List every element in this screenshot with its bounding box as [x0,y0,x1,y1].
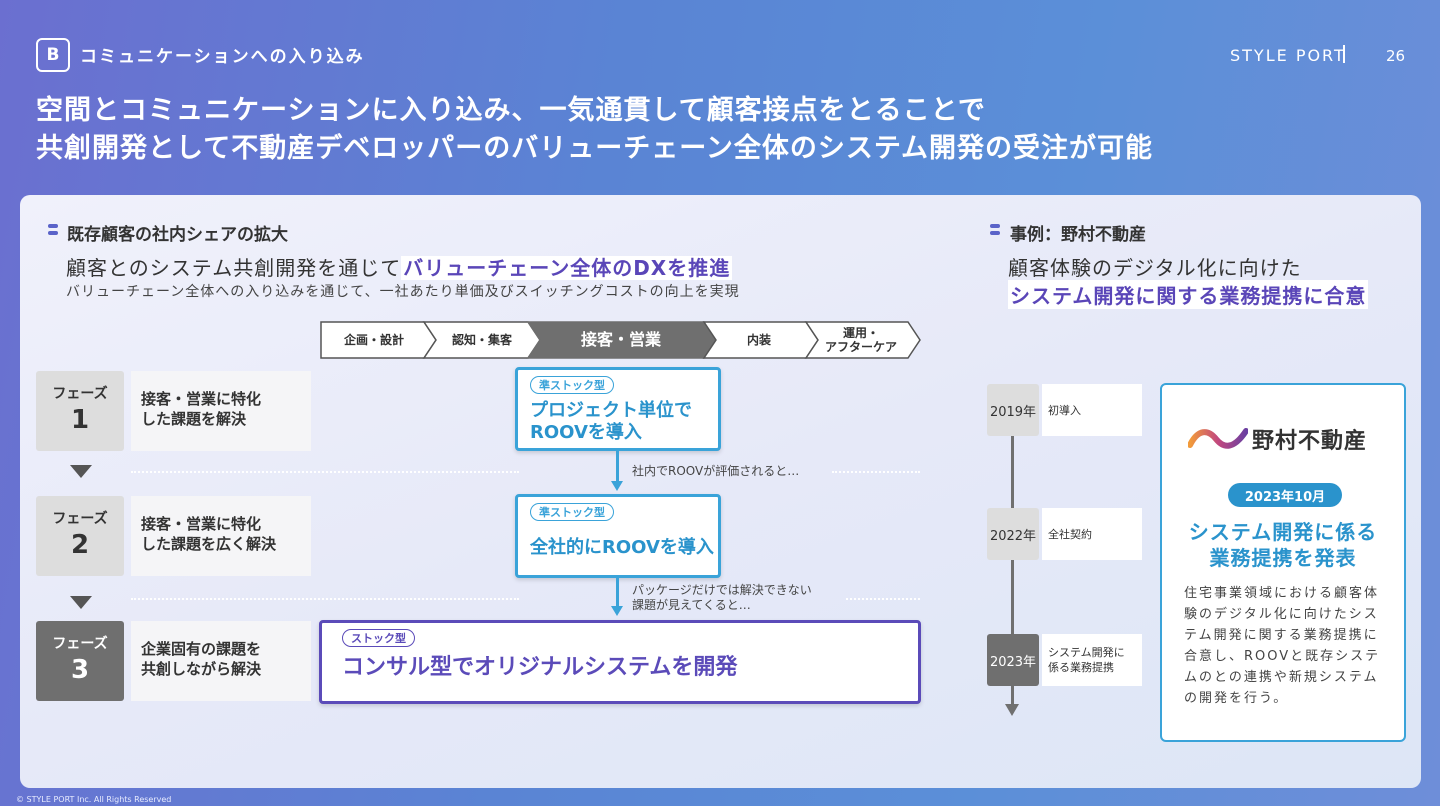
dotted-divider [131,598,519,600]
arrow-down-icon [611,606,623,616]
timeline-note: システム開発に 係る業務提携 [1042,634,1142,686]
bullet-icon [990,224,1000,235]
title-line-1: 空間とコミュニケーションに入り込み、一気通貫して顧客接点をとることで [36,95,986,126]
phase-2-box: フェーズ 2 [36,496,124,576]
card-title-line-1: 全社的にROOVを導入 [530,537,714,558]
step-aftercare: 運用・ アフターケア [814,321,908,359]
flow-note-2: パッケージだけでは解決できない 課題が見えてくると… [632,583,812,613]
phase-desc-line-2: した課題を解決 [141,410,247,428]
value-chain-arrows [320,321,921,359]
section-badge: B [36,38,70,72]
dotted-divider [131,471,519,473]
company-logo-text: 野村不動産 [1252,429,1368,454]
timeline-note-line-2: 係る業務提携 [1048,661,1114,674]
arrow-down-icon [1005,704,1019,716]
phase-1-desc: 接客・営業に特化 した課題を解決 [131,371,311,451]
timeline-note: 初導入 [1042,384,1142,436]
brand-logo: STYLE PORT [1230,46,1346,65]
page-title: 空間とコミュニケーションに入り込み、一気通貫して顧客接点をとることで 共創開発と… [36,92,1336,168]
page-number: 26 [1386,47,1406,65]
card-company-roov: 準ストック型 全社的にROOVを導入 [515,494,721,578]
flow-note-2-line-2: 課題が見えてくると… [632,598,751,612]
phase-desc-line-1: 接客・営業に特化 [141,390,262,408]
phase-desc-line-1: 企業固有の課題を [141,640,262,658]
nomura-logo-icon [1188,428,1248,449]
flow-note-2-line-1: パッケージだけでは解決できない [632,583,812,597]
timeline-note-line-1: システム開発に [1048,646,1125,659]
card-tag: ストック型 [342,629,415,647]
phase-1-box: フェーズ 1 [36,371,124,451]
timeline-note-text: 初導入 [1048,403,1081,417]
phase-2-desc: 接客・営業に特化 した課題を広く解決 [131,496,311,576]
step-aftercare-line-2: アフターケア [824,340,897,354]
phase-number: 2 [70,530,90,560]
left-lead-plain: 顧客とのシステム共創開発を通じて [66,256,402,280]
left-lead-highlight: バリューチェーン全体のDXを推進 [401,256,733,280]
flow-arrow-1 [616,451,619,483]
case-card: 野村不動産 2023年10月 システム開発に係る 業務提携を発表 住宅事業領域に… [1160,383,1406,742]
left-lead: 顧客とのシステム共創開発を通じてバリューチェーン全体のDXを推進 [66,252,733,281]
dotted-divider [846,598,920,600]
phase-desc-line-2: した課題を広く解決 [141,535,277,553]
copyright: © STYLE PORT Inc. All Rights Reserved [16,795,172,804]
bullet-icon [48,224,58,235]
phase-number: 3 [70,655,90,685]
down-triangle-icon [70,465,92,478]
right-lead-2: システム開発に関する業務提携に合意 [1008,280,1369,309]
section-label: コミュニケーションへの入り込み [80,47,365,67]
card-tag: 準ストック型 [530,503,614,521]
dotted-divider [832,471,920,473]
phase-label: フェーズ [52,636,108,652]
timeline-year: 2022年 [987,508,1039,560]
timeline-year: 2023年 [987,634,1039,686]
phase-number: 1 [70,405,90,435]
right-heading: 事例：野村不動産 [1010,225,1146,245]
case-title-line-1: システム開発に係る [1188,520,1378,544]
company-logo: 野村不動産 [1188,423,1367,455]
step-aftercare-line-1: 運用・ [842,326,879,340]
timeline-note: 全社契約 [1042,508,1142,560]
date-badge: 2023年10月 [1228,483,1342,507]
left-subtext: バリューチェーン全体への入り込みを通じて、一社あたり単価及びスイッチングコストの… [66,284,740,300]
timeline-line [1011,430,1014,706]
phase-label: フェーズ [52,511,108,527]
phase-desc-line-1: 接客・営業に特化 [141,515,262,533]
arrow-down-icon [611,481,623,491]
brand-divider [1343,45,1345,63]
case-body: 住宅事業領域における顧客体験のデジタル化に向けたシステム開発に関する業務提携に合… [1184,586,1381,706]
flow-arrow-2 [616,578,619,608]
card-project-roov: 準ストック型 プロジェクト単位で ROOVを導入 [515,367,721,451]
step-interior: 内装 [746,333,771,347]
phase-desc-line-2: 共創しながら解決 [141,660,262,678]
phase-3-desc: 企業固有の課題を 共創しながら解決 [131,621,311,701]
flow-note-1: 社内でROOVが評価されると… [632,464,800,478]
card-tag: 準ストック型 [530,376,614,394]
down-triangle-icon [70,596,92,609]
card-title-line-2: ROOVを導入 [530,422,642,443]
step-sales: 接客・営業 [580,330,661,349]
phase-label: フェーズ [52,386,108,402]
phase-3-box: フェーズ 3 [36,621,124,701]
timeline-year: 2019年 [987,384,1039,436]
step-awareness: 認知・集客 [451,333,512,347]
case-title-line-2: 業務提携を発表 [1209,546,1357,570]
step-planning: 企画・設計 [343,333,404,347]
left-heading: 既存顧客の社内シェアの拡大 [67,225,288,245]
card-title-line-1: プロジェクト単位で [530,400,692,421]
value-chain-steps: 企画・設計 認知・集客 接客・営業 内装 運用・ アフターケア [320,321,924,359]
right-lead-1: 顧客体験のデジタル化に向けた [1008,256,1302,280]
title-line-2: 共創開発として不動産デベロッパーのバリューチェーン全体のシステム開発の受注が可能 [36,133,1154,164]
timeline-note-text: 全社契約 [1048,527,1092,541]
card-consulting-system: ストック型 コンサル型でオリジナルシステムを開発 [319,620,921,704]
case-title: システム開発に係る 業務提携を発表 [1162,519,1404,571]
card-title-line-1: コンサル型でオリジナルシステムを開発 [342,655,738,680]
